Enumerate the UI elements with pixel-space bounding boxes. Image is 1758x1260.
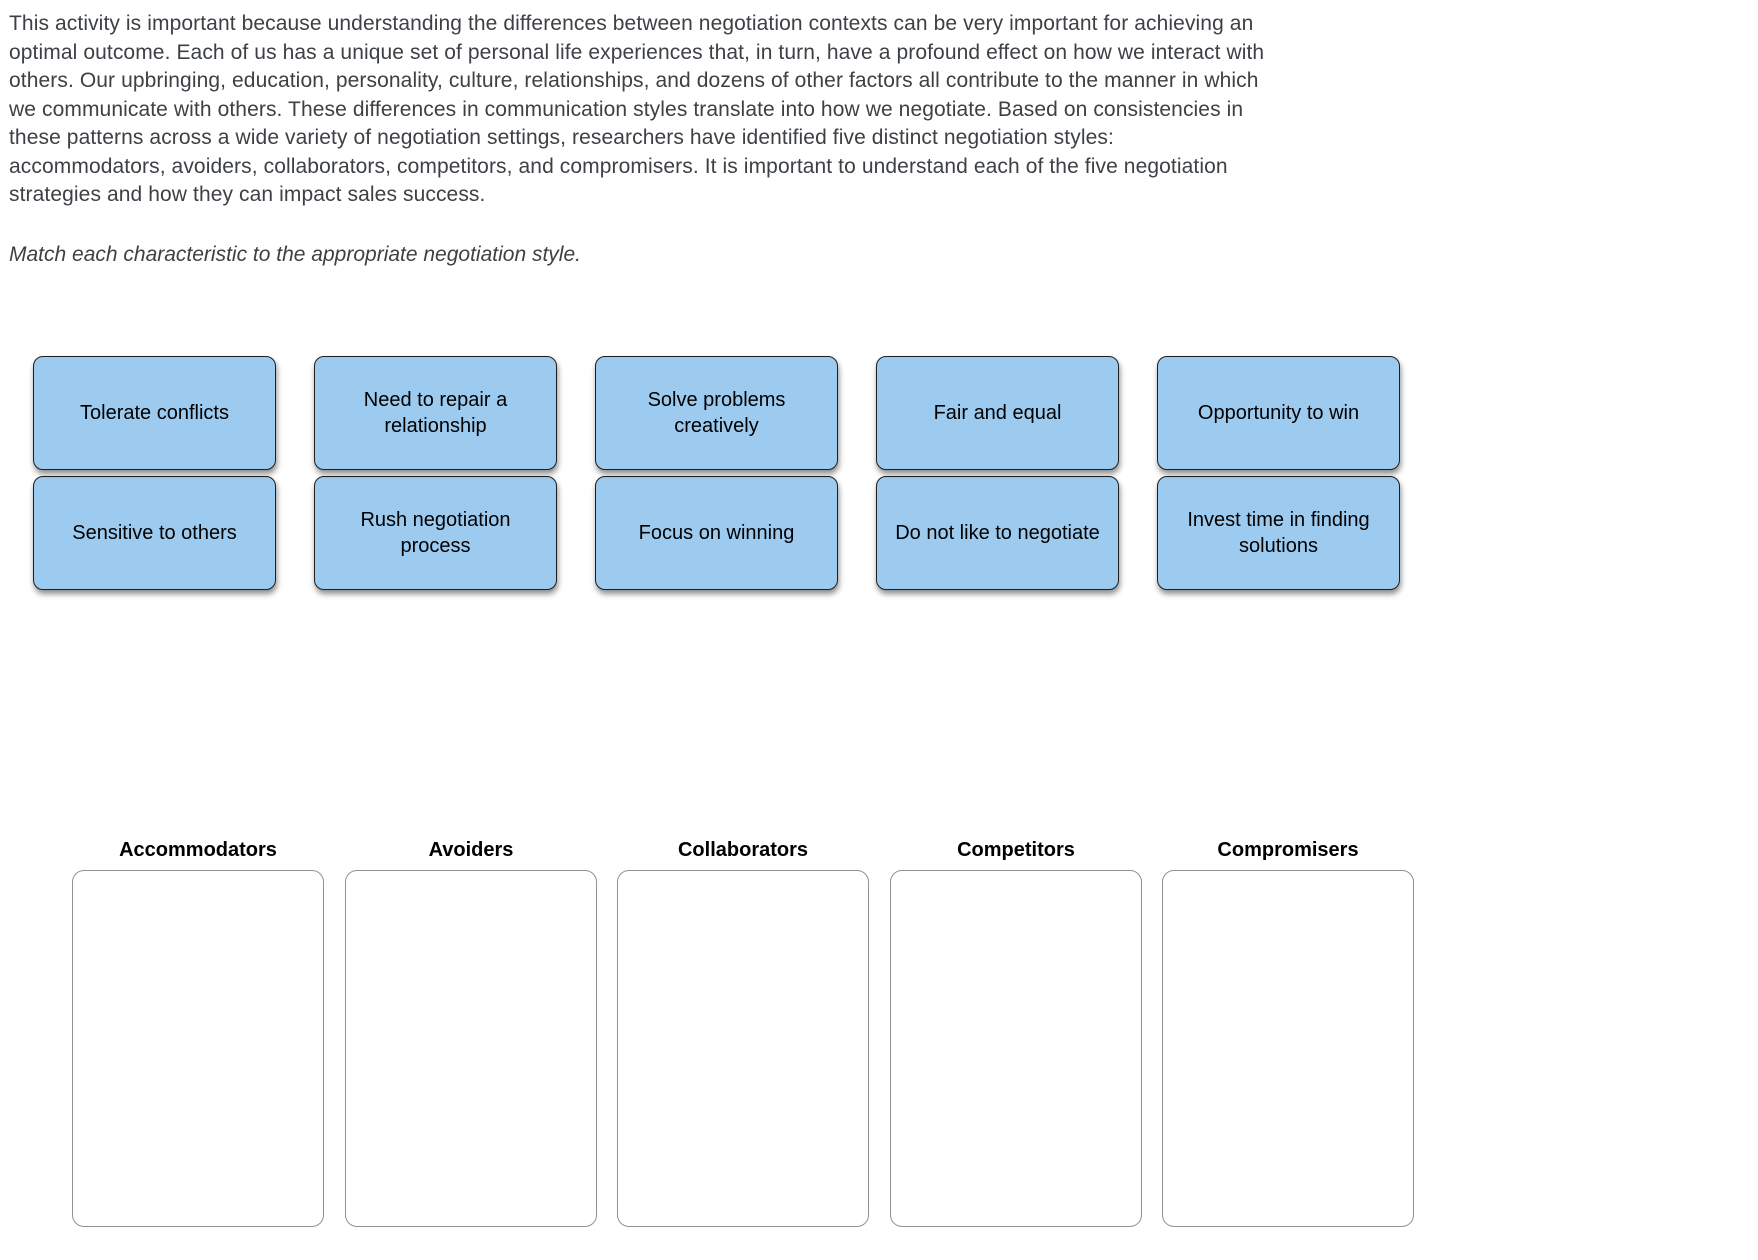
intro-line: others. Our upbringing, education, perso… xyxy=(9,69,1259,92)
drag-card-do-not-like-to-negotiate[interactable]: Do not like to negotiate xyxy=(876,476,1119,590)
drag-card-need-to-repair-a-relationship[interactable]: Need to repair a relationship xyxy=(314,356,557,470)
intro-line: This activity is important because under… xyxy=(9,12,1254,35)
bucket-label-competitors: Competitors xyxy=(957,839,1075,861)
drop-zone-accommodators[interactable] xyxy=(72,870,324,1227)
intro-line: strategies and how they can impact sales… xyxy=(9,183,486,206)
bucket-label-accommodators: Accommodators xyxy=(119,839,277,861)
drag-card-solve-problems-creatively[interactable]: Solve problems creatively xyxy=(595,356,838,470)
bucket-label-collaborators: Collaborators xyxy=(677,839,809,861)
intro-paragraph: This activity is important because under… xyxy=(9,10,1264,210)
intro-line: optimal outcome. Each of us has a unique… xyxy=(9,40,1265,64)
drag-card-fair-and-equal[interactable]: Fair and equal xyxy=(876,356,1119,470)
intro-line: accommodators, avoiders, collaborators, … xyxy=(9,154,1228,178)
drop-zone-compromisers[interactable] xyxy=(1162,870,1414,1227)
drop-zone-collaborators[interactable] xyxy=(617,870,869,1227)
drag-card-focus-on-winning[interactable]: Focus on winning xyxy=(595,476,838,590)
drop-zone-avoiders[interactable] xyxy=(345,870,597,1227)
drag-card-opportunity-to-win[interactable]: Opportunity to win xyxy=(1157,356,1400,470)
drag-card-tolerate-conflicts[interactable]: Tolerate conflicts xyxy=(33,356,276,470)
bucket-label-compromisers: Compromisers xyxy=(1217,839,1359,861)
drag-card-invest-time-in-finding-solutions[interactable]: Invest time in finding solutions xyxy=(1157,476,1400,590)
bucket-label-avoiders: Avoiders xyxy=(428,839,514,861)
match-instruction: Match each characteristic to the appropr… xyxy=(9,243,581,266)
drop-zone-competitors[interactable] xyxy=(890,870,1142,1227)
drag-card-rush-negotiation-process[interactable]: Rush negotiation process xyxy=(314,476,557,590)
intro-line: these patterns across a wide variety of … xyxy=(9,126,1114,149)
intro-line: we communicate with others. These differ… xyxy=(9,97,1244,121)
drag-card-sensitive-to-others[interactable]: Sensitive to others xyxy=(33,476,276,590)
